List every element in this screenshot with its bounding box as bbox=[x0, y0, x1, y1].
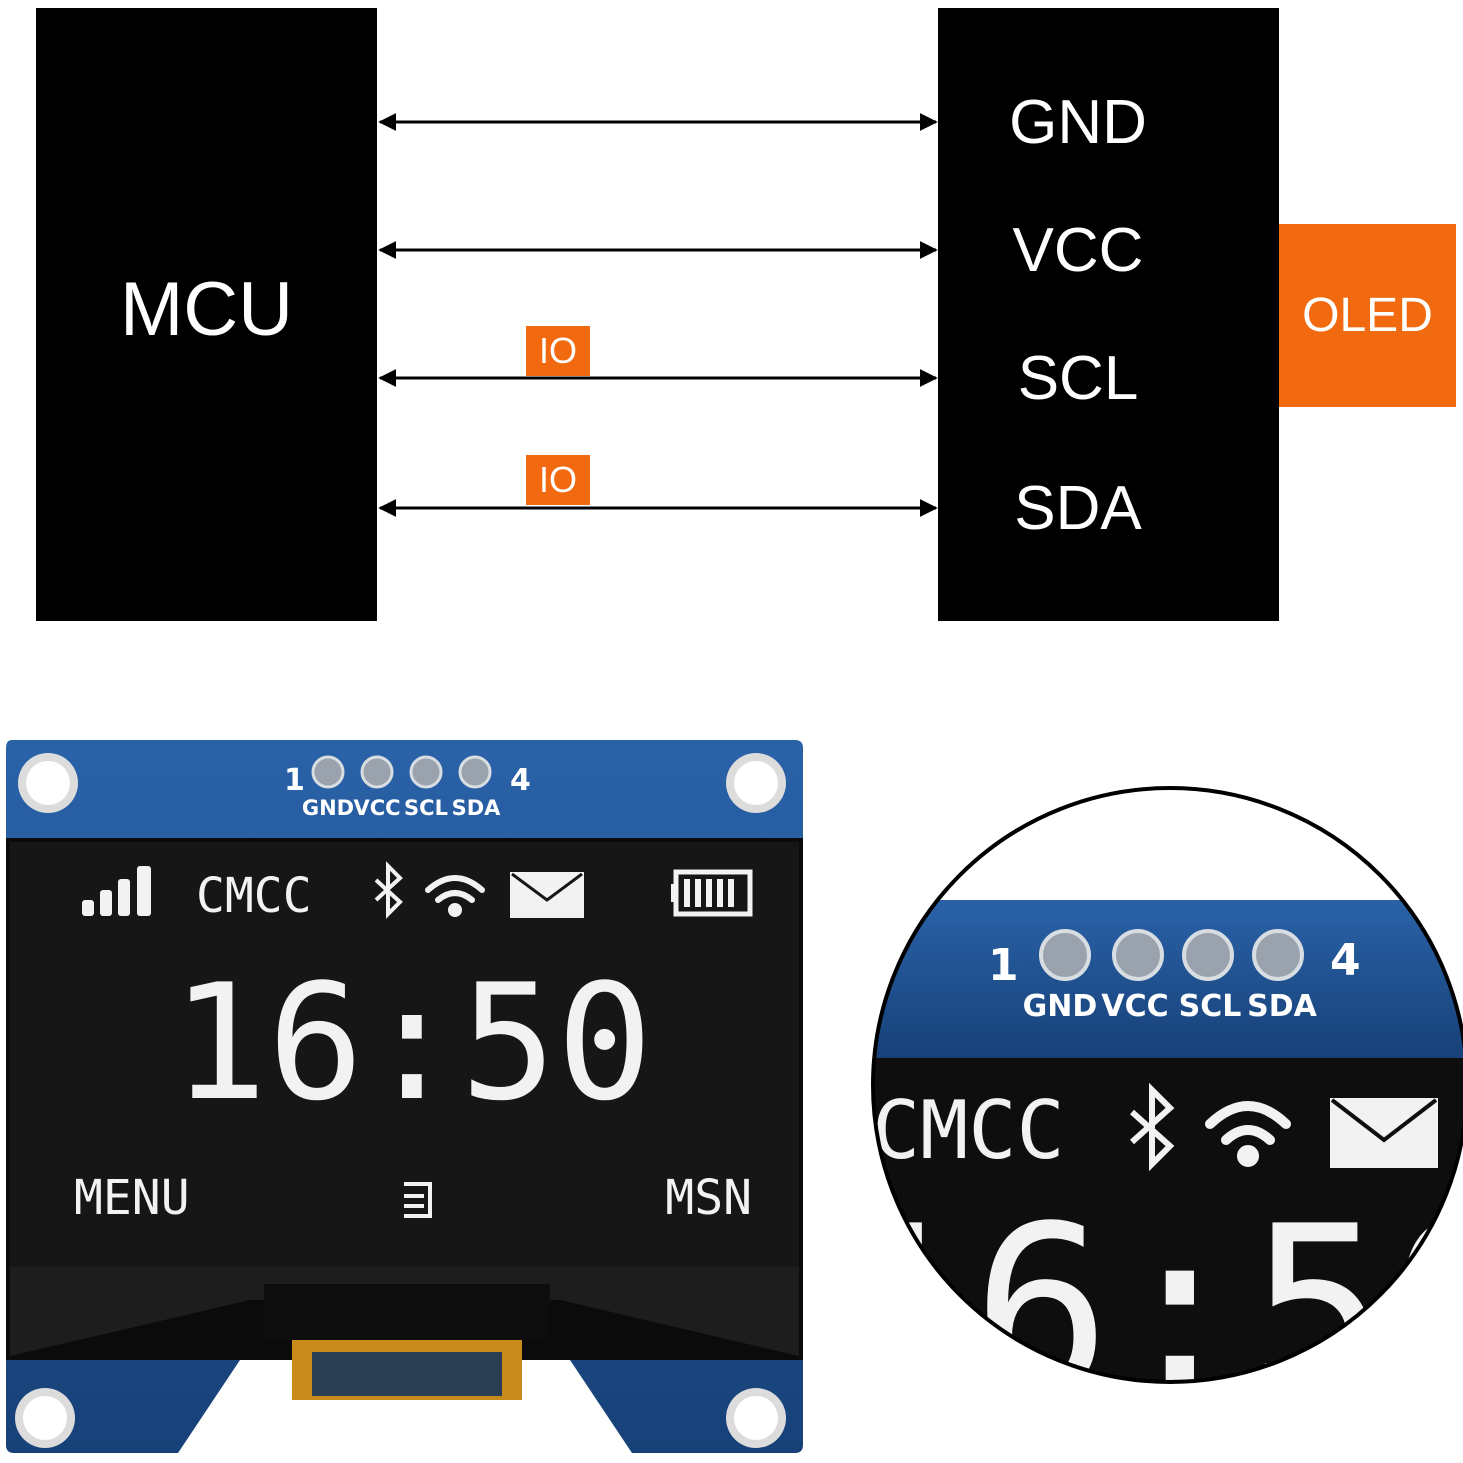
signal-icon bbox=[82, 866, 151, 916]
clock-time: 16:50 bbox=[171, 949, 653, 1136]
mail-icon bbox=[510, 872, 584, 918]
oled-pin-block: GND VCC SCL SDA bbox=[938, 8, 1279, 621]
pin-number-4: 4 bbox=[510, 763, 531, 798]
connection-arrows bbox=[378, 113, 938, 517]
pin-silk-gnd: GND bbox=[302, 796, 354, 820]
zoom-carrier: CMCC bbox=[872, 1084, 1065, 1177]
zoom-pin-sda: SDA bbox=[1247, 989, 1318, 1024]
pin-silk-scl: SCL bbox=[404, 796, 448, 820]
zoom-pin-number-1: 1 bbox=[988, 940, 1019, 991]
carrier-label: CMCC bbox=[196, 868, 312, 924]
pin-header bbox=[311, 755, 492, 789]
zoom-detail: 1 4 GND VCC SCL SDA CMCC 16:50 bbox=[834, 788, 1463, 1445]
zoom-clock-time: 16:50 bbox=[834, 1178, 1463, 1445]
zoom-mail-icon bbox=[1330, 1098, 1438, 1168]
doc-icon bbox=[404, 1182, 432, 1218]
pin-silk-vcc: VCC bbox=[353, 796, 400, 820]
pin-label-vcc: VCC bbox=[1012, 216, 1144, 285]
zoom-pin-vcc: VCC bbox=[1101, 989, 1168, 1024]
zoom-wifi-icon bbox=[1205, 1101, 1291, 1167]
oled-tag: OLED bbox=[1279, 224, 1456, 407]
softkey-msn: MSN bbox=[665, 1170, 752, 1226]
glass-bottom bbox=[10, 1267, 799, 1356]
pin-label-sda: SDA bbox=[1014, 474, 1142, 543]
zoom-pin-scl: SCL bbox=[1179, 989, 1242, 1024]
mcu-block: MCU bbox=[36, 8, 377, 621]
wifi-icon bbox=[425, 875, 485, 917]
pin-number-1: 1 bbox=[284, 763, 305, 798]
pin-label-gnd: GND bbox=[1009, 88, 1147, 157]
pin-silk-sda: SDA bbox=[452, 796, 502, 820]
zoom-pin-number-4: 4 bbox=[1330, 935, 1361, 986]
io-tag-sda: IO bbox=[526, 455, 590, 505]
io-tag-scl: IO bbox=[526, 326, 590, 376]
zoom-circle-border bbox=[871, 786, 1463, 1384]
pin-label-scl: SCL bbox=[1017, 344, 1139, 413]
mcu-label: MCU bbox=[119, 267, 294, 352]
bluetooth-icon bbox=[374, 861, 403, 919]
battery-icon bbox=[671, 869, 753, 917]
zoom-bluetooth-icon bbox=[1129, 1082, 1175, 1172]
zoom-pin-gnd: GND bbox=[1023, 989, 1098, 1024]
softkey-menu: MENU bbox=[74, 1170, 190, 1226]
